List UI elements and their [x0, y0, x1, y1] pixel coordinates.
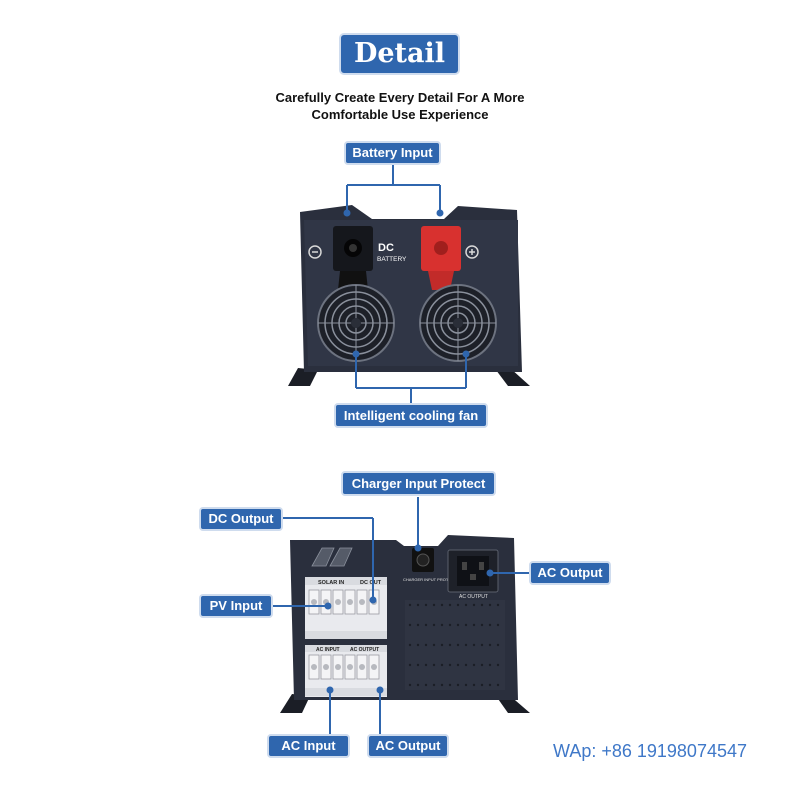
panel-text-charger-input-protect: CHARGER INPUT PROTECT [403, 577, 457, 582]
panel-text-ac-input: AC INPUT [316, 647, 340, 653]
cooling-fan-right [419, 284, 497, 362]
rear-connector-lines [272, 497, 529, 735]
dc-output-label: DC Output [199, 507, 283, 531]
panel-text-solar-in: SOLAR IN [318, 580, 344, 586]
ac-output-terminal-label: AC Output [367, 734, 449, 758]
ac-output-socket-label: AC Output [529, 561, 611, 585]
panel-text-ac-output-socket: AC OUTPUT [459, 594, 488, 600]
pv-input-label: PV Input [199, 594, 273, 618]
cooling-fan-label: Intelligent cooling fan [334, 403, 488, 428]
panel-text-dc: DC [378, 242, 394, 254]
battery-input-label: Battery Input [344, 141, 441, 165]
rear-inverter-image: SOLAR IN DC OUT AC INPUT AC OUTPUT CHARG… [280, 535, 530, 713]
subtitle-line-1: Carefully Create Every Detail For A More [275, 90, 525, 105]
ac-input-label: AC Input [267, 734, 350, 758]
watermark-contact: WAp: +86 19198074547 [553, 741, 747, 761]
panel-text-ac-output: AC OUTPUT [350, 647, 379, 653]
panel-text-dc-out: DC OUT [360, 580, 382, 586]
front-inverter-image: DC BATTERY [288, 205, 530, 386]
page-title: Detail [339, 33, 460, 75]
panel-text-battery: BATTERY [377, 256, 407, 263]
cooling-fan-left [317, 284, 395, 362]
charger-input-protect-label: Charger Input Protect [341, 471, 496, 496]
subtitle-line-2: Comfortable Use Experience [311, 107, 489, 122]
front-connector-lines [346, 164, 467, 404]
